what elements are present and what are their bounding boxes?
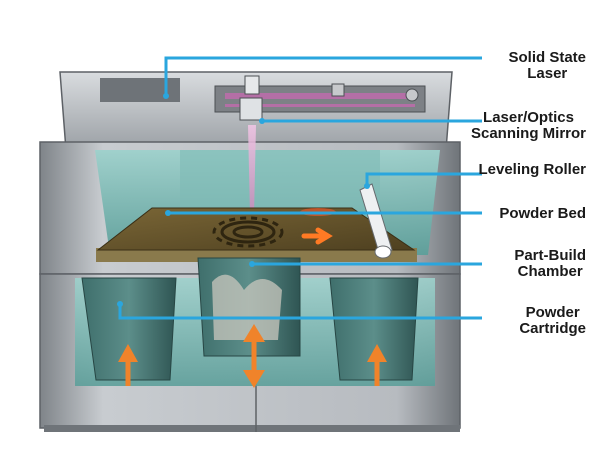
label-leveling-roller: Leveling Roller — [478, 161, 586, 178]
gear-part-outline — [212, 216, 284, 248]
leader-powder-cartridge — [118, 304, 482, 320]
piston-arrows — [118, 324, 387, 388]
roller — [359, 183, 393, 259]
spread-arrow — [301, 227, 333, 245]
label-powder-bed: Powder Bed — [499, 205, 586, 222]
leader-solid-state-laser — [164, 56, 482, 96]
leader-lines — [118, 56, 482, 320]
powder-bed-platform — [96, 207, 417, 262]
lower-bins — [81, 257, 419, 381]
laser-beam — [248, 125, 256, 215]
leader-dots — [117, 93, 370, 307]
leader-leveling-roller — [365, 172, 482, 186]
built-part — [212, 274, 282, 340]
